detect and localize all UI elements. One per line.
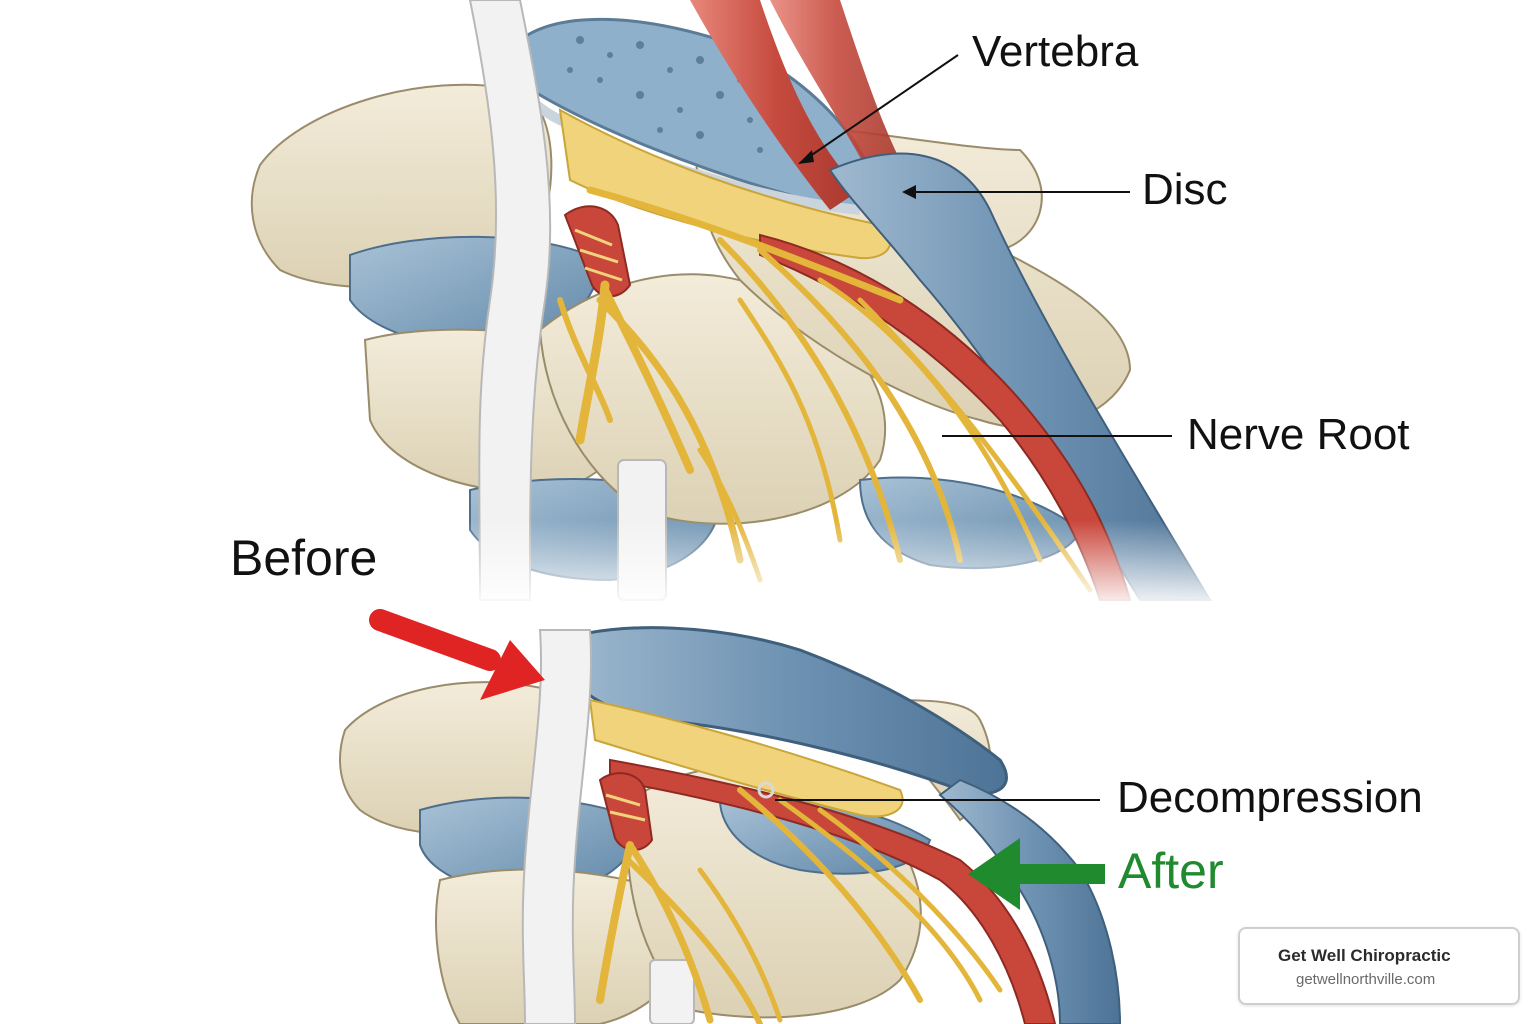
decompression-label: Decompression <box>1117 773 1423 822</box>
red-arrow-icon <box>369 609 545 700</box>
brand-url[interactable]: getwellnorthville.com <box>1296 971 1436 988</box>
before-label: Before <box>230 530 378 586</box>
nerve-root-sheath-after <box>598 772 654 851</box>
ligamentum-after <box>588 698 904 818</box>
nerve-branches-after <box>596 787 1003 1024</box>
nerve-root-label: Nerve Root <box>1187 410 1410 459</box>
disc-pointer-head <box>902 185 916 199</box>
after-illustration <box>339 626 1122 1024</box>
nerve-root-sheath <box>563 205 632 298</box>
after-label: After <box>1118 843 1224 899</box>
clip-marker-after <box>757 781 775 799</box>
vertebra-label: Vertebra <box>972 27 1139 76</box>
brand-name: Get Well Chiropractic <box>1278 946 1451 965</box>
ligament-stump-after <box>649 959 695 1024</box>
brand-card: Get Well Chiropractic getwellnorthville.… <box>1238 927 1520 1005</box>
green-arrow-icon <box>968 838 1105 910</box>
disc-label: Disc <box>1142 165 1228 214</box>
dural-tube-after <box>938 778 1122 1024</box>
before-illustration <box>200 0 1300 610</box>
muscle-band <box>690 0 860 210</box>
artery-after <box>609 758 1057 1024</box>
leader-lines <box>775 54 1172 801</box>
muscle-band-2 <box>770 0 900 175</box>
ligamentum-flavum <box>558 108 892 260</box>
vertebra-pointer-head <box>798 150 814 164</box>
ligament-after <box>521 629 592 1024</box>
